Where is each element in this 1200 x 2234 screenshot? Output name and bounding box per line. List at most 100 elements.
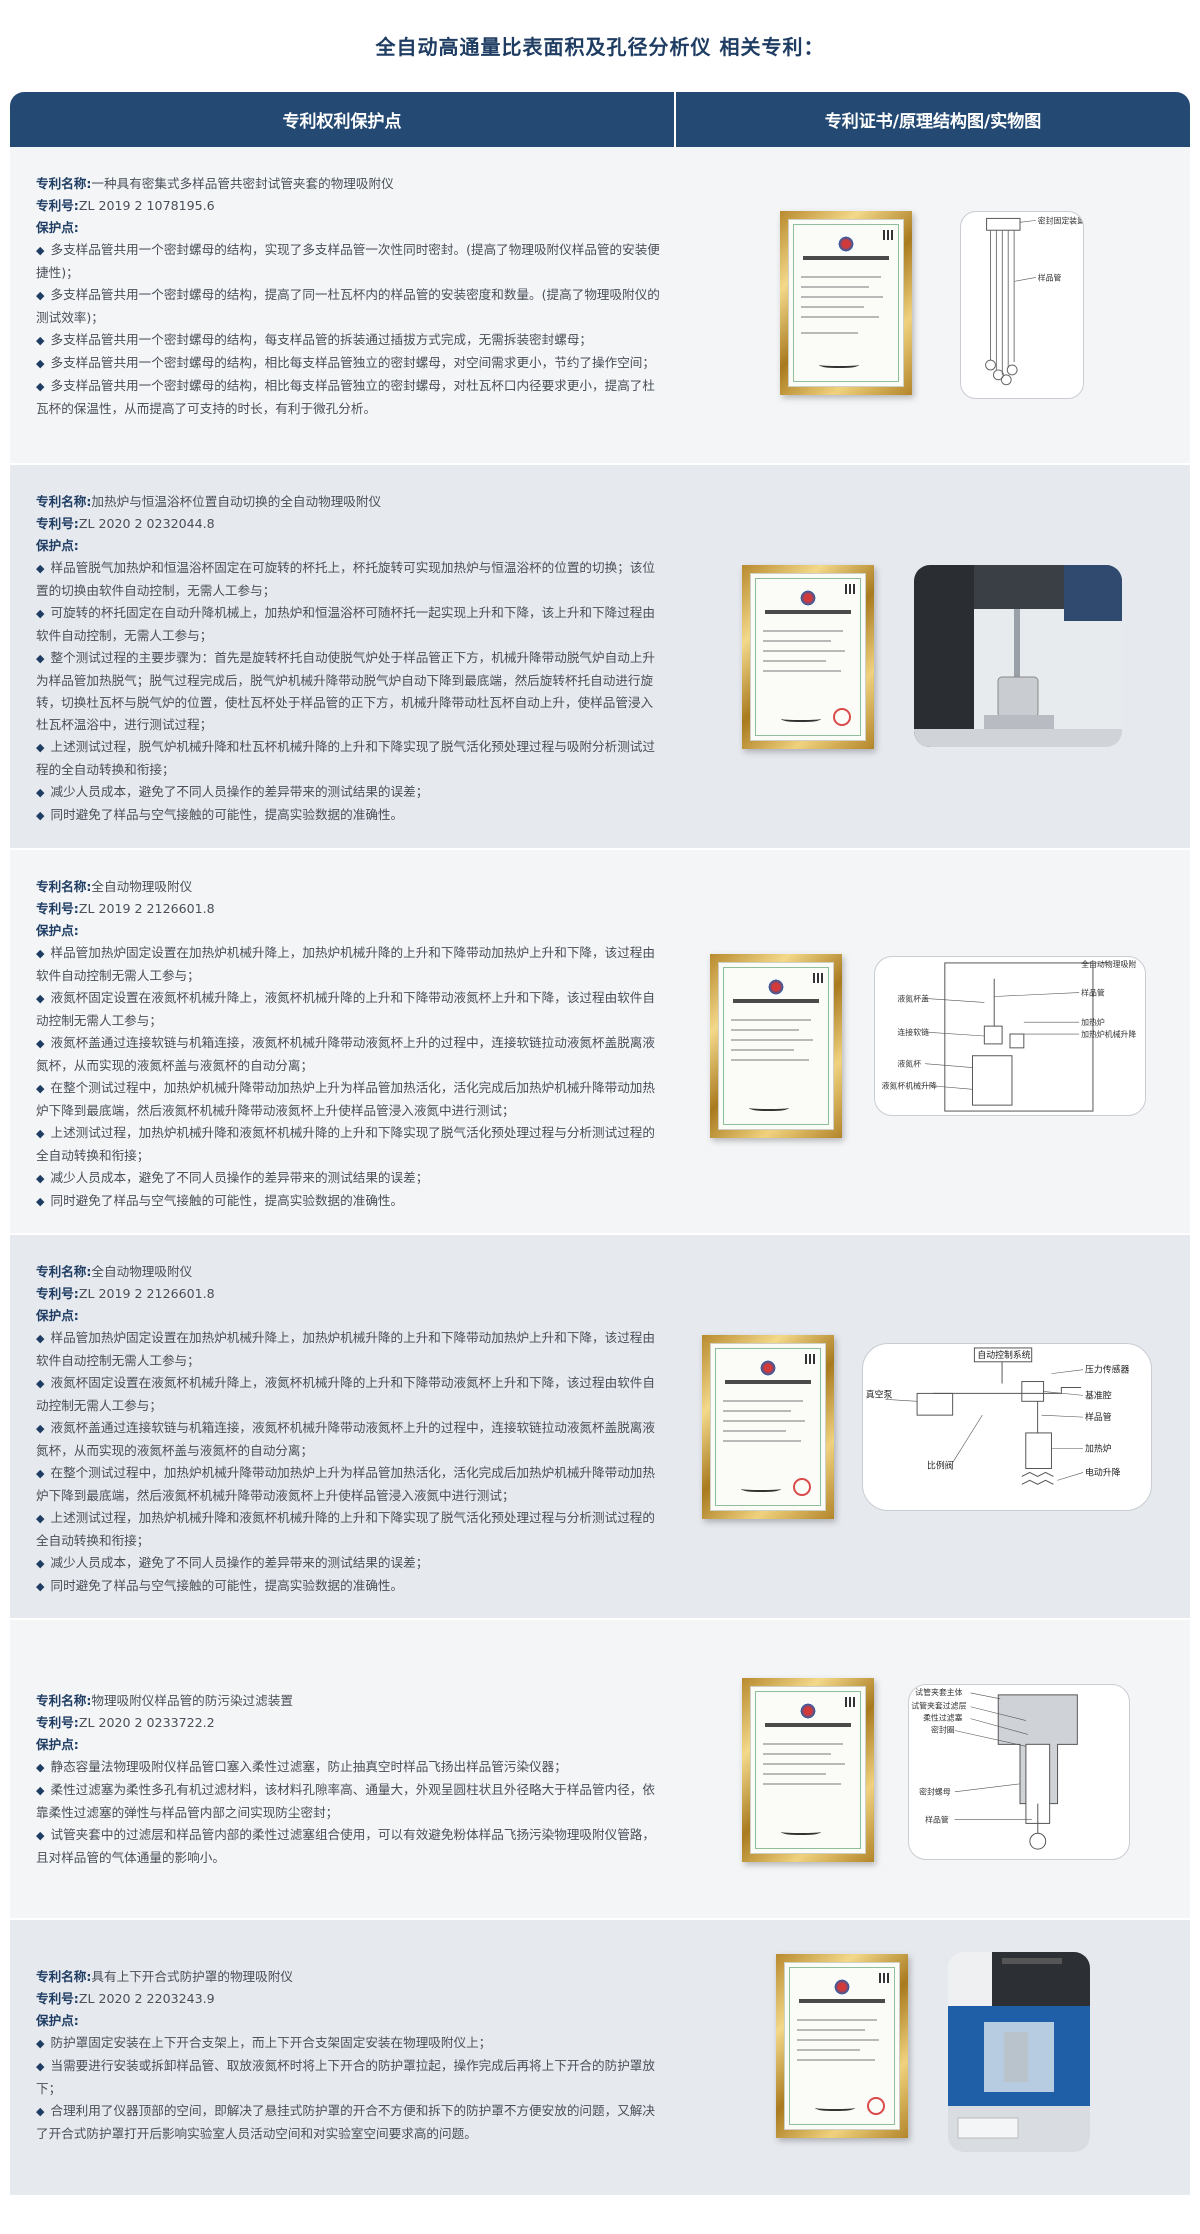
patent-name-label: 专利名称: (36, 176, 92, 191)
protection-point: 样品管脱气加热炉和恒温浴杯固定在可旋转的杯托上，杯托旋转可实现加热炉与恒温浴杯的… (36, 557, 662, 602)
protection-point: 多支样品管共用一个密封螺母的结构，实现了多支样品管一次性同时密封。(提高了物理吸… (36, 239, 662, 284)
patent-number-label: 专利号: (36, 198, 79, 213)
diagram-label: 真空泵 (866, 1388, 893, 1400)
diagram-label: 液氮杯 (897, 1059, 921, 1069)
diagram-label: 密封圈 (931, 1724, 955, 1734)
table-row: 专利名称:全自动物理吸附仪 专利号:ZL 2019 2 2126601.8 保护… (10, 1235, 1190, 1620)
protection-point: 同时避免了样品与空气接触的可能性，提高实验数据的准确性。 (36, 1190, 662, 1213)
patent-figures (676, 1920, 1190, 2195)
table-row: 专利名称:加热炉与恒温浴杯位置自动切换的全自动物理吸附仪 专利号:ZL 2020… (10, 465, 1190, 850)
patent-figures: 密封固定装置 样品管 (676, 147, 1190, 463)
patent-figures: 自动控制系统 压力传感器 真空泵 基准腔 (676, 1235, 1190, 1618)
structure-diagram: 试管夹套主体 试管夹套过滤层 柔性过滤塞 密封圈 密封螺母 样品管 (908, 1684, 1130, 1860)
protection-point: 合理利用了仪器顶部的空间，即解决了悬挂式防护罩的开合不方便和拆下的防护罩不方便安… (36, 2100, 662, 2145)
patent-figures: 全自动物理吸附 样品管 液氮杯盖 连接软链 加热炉 加热炉机械升降 液氮杯 (676, 850, 1190, 1233)
protection-point: 试管夹套中的过滤层和样品管内部的柔性过滤塞组合使用，可以有效避免粉体样品飞扬污染… (36, 1824, 662, 1869)
structure-diagram: 自动控制系统 压力传感器 真空泵 基准腔 (862, 1343, 1152, 1511)
protection-point: 多支样品管共用一个密封螺母的结构，每支样品管的拆装通过插拔方式完成，无需拆装密封… (36, 329, 662, 352)
protection-point: 减少人员成本，避免了不同人员操作的差异带来的测试结果的误差； (36, 1167, 662, 1190)
protection-point: 防护罩固定安装在上下开合支架上，而上下开合支架固定安装在物理吸附仪上； (36, 2032, 662, 2055)
diagram-label: 加热炉 (1085, 1443, 1112, 1455)
protection-point: 减少人员成本，避免了不同人员操作的差异带来的测试结果的误差； (36, 1552, 662, 1575)
patent-certificate (702, 1335, 834, 1519)
diagram-label: 连接软链 (897, 1027, 929, 1037)
protection-label: 保护点: (36, 220, 79, 235)
patent-text: 专利名称:全自动物理吸附仪 专利号:ZL 2019 2 2126601.8 保护… (10, 1235, 674, 1618)
patent-certificate (742, 1678, 874, 1862)
header-certificates: 专利证书/原理结构图/实物图 (676, 92, 1190, 147)
protection-point: 减少人员成本，避免了不同人员操作的差异带来的测试结果的误差； (36, 781, 662, 804)
protection-point: 液氮杯盖通过连接软链与机箱连接，液氮杯机械升降带动液氮杯上升的过程中，连接软链拉… (36, 1032, 662, 1077)
patent-name: 加热炉与恒温浴杯位置自动切换的全自动物理吸附仪 (91, 494, 382, 509)
patent-number: ZL 2019 2 2126601.8 (78, 1286, 215, 1301)
protection-point: 样品管加热炉固定设置在加热炉机械升降上，加热炉机械升降的上升和下降带动加热炉上升… (36, 1327, 662, 1372)
patent-figures: 试管夹套主体 试管夹套过滤层 柔性过滤塞 密封圈 密封螺母 样品管 (676, 1620, 1190, 1918)
diagram-label: 试管夹套主体 (915, 1687, 962, 1697)
diagram-label: 样品管 (1085, 1411, 1112, 1423)
protection-point: 上述测试过程，加热炉机械升降和液氮杯机械升降的上升和下降实现了脱气活化预处理过程… (36, 1507, 662, 1552)
protection-point: 同时避免了样品与空气接触的可能性，提高实验数据的准确性。 (36, 1575, 662, 1598)
header-protection-points: 专利权利保护点 (10, 92, 674, 147)
diagram-label: 密封螺母 (919, 1787, 951, 1797)
table-row: 专利名称:一种具有密集式多样品管共密封试管夹套的物理吸附仪 专利号:ZL 201… (10, 147, 1190, 465)
patent-name-label: 专利名称: (36, 1969, 92, 1984)
diagram-label: 压力传感器 (1085, 1364, 1129, 1376)
diagram-label: 样品管 (1081, 988, 1105, 998)
protection-point: 多支样品管共用一个密封螺母的结构，相比每支样品管独立的密封螺母，对空间需求更小，… (36, 352, 662, 375)
table-row: 专利名称:具有上下开合式防护罩的物理吸附仪 专利号:ZL 2020 2 2203… (10, 1920, 1190, 2195)
diagram-label: 样品管 (1038, 272, 1062, 282)
protection-point: 多支样品管共用一个密封螺母的结构，提高了同一杜瓦杯内的样品管的安装密度和数量。(… (36, 284, 662, 329)
patent-number-label: 专利号: (36, 1991, 79, 2006)
page-title: 全自动高通量比表面积及孔径分析仪 相关专利： (375, 34, 825, 59)
diagram-label: 加热炉 (1081, 1017, 1105, 1027)
protection-point: 静态容量法物理吸附仪样品管口塞入柔性过滤塞，防止抽真空时样品飞扬出样品管污染仪器… (36, 1756, 662, 1779)
patent-number-label: 专利号: (36, 516, 79, 531)
patent-name-label: 专利名称: (36, 1693, 92, 1708)
patent-text: 专利名称:物理吸附仪样品管的防污染过滤装置 专利号:ZL 2020 2 0233… (10, 1620, 674, 1918)
diagram-label: 比例阀 (927, 1460, 954, 1472)
patent-name: 全自动物理吸附仪 (91, 879, 193, 894)
protection-point: 液氮杯固定设置在液氮杯机械升降上，液氮杯机械升降的上升和下降带动液氮杯上升和下降… (36, 1372, 662, 1417)
patent-figures (676, 465, 1190, 848)
protection-point: 上述测试过程，脱气炉机械升降和杜瓦杯机械升降的上升和下降实现了脱气活化预处理过程… (36, 736, 662, 781)
diagram-label: 柔性过滤塞 (923, 1713, 963, 1723)
patent-text: 专利名称:具有上下开合式防护罩的物理吸附仪 专利号:ZL 2020 2 2203… (10, 1920, 674, 2195)
protection-point: 液氮杯盖通过连接软链与机箱连接，液氮杯机械升降带动液氮杯上升的过程中，连接软链拉… (36, 1417, 662, 1462)
table-row: 专利名称:物理吸附仪样品管的防污染过滤装置 专利号:ZL 2020 2 0233… (10, 1620, 1190, 1920)
patent-name: 一种具有密集式多样品管共密封试管夹套的物理吸附仪 (91, 176, 394, 191)
patent-text: 专利名称:加热炉与恒温浴杯位置自动切换的全自动物理吸附仪 专利号:ZL 2020… (10, 465, 674, 848)
patent-text: 专利名称:全自动物理吸附仪 专利号:ZL 2019 2 2126601.8 保护… (10, 850, 674, 1233)
patent-certificate (776, 1954, 908, 2138)
patent-number-label: 专利号: (36, 1715, 79, 1730)
diagram-label: 样品管 (925, 1814, 949, 1824)
protection-point: 样品管加热炉固定设置在加热炉机械升降上，加热炉机械升降的上升和下降带动加热炉上升… (36, 942, 662, 987)
diagram-label: 电动升降 (1085, 1466, 1121, 1478)
patent-number: ZL 2020 2 0232044.8 (78, 516, 215, 531)
diagram-label: 液氮杯盖 (897, 993, 929, 1003)
diagram-label: 全自动物理吸附 (1081, 959, 1136, 969)
protection-label: 保护点: (36, 923, 79, 938)
protection-point: 当需要进行安装或拆卸样品管、取放液氮杯时将上下开合的防护罩拉起，操作完成后再将上… (36, 2055, 662, 2100)
protection-point: 整个测试过程的主要步骤为：首先是旋转杯托自动使脱气炉处于样品管正下方，机械升降带… (36, 647, 662, 736)
protection-label: 保护点: (36, 1308, 79, 1323)
patent-certificate (710, 954, 842, 1138)
patent-certificate (742, 565, 874, 749)
protection-point: 在整个测试过程中，加热炉机械升降带动加热炉上升为样品管加热活化，活化完成后加热炉… (36, 1462, 662, 1507)
diagram-label: 液氮杯机械升降 (882, 1080, 937, 1090)
patent-number-label: 专利号: (36, 901, 79, 916)
protection-point: 上述测试过程，加热炉机械升降和液氮杯机械升降的上升和下降实现了脱气活化预处理过程… (36, 1122, 662, 1167)
patent-certificate (780, 211, 912, 395)
instrument-photo (914, 565, 1122, 747)
patent-name: 具有上下开合式防护罩的物理吸附仪 (91, 1969, 293, 1984)
instrument-photo (948, 1952, 1090, 2152)
patent-number: ZL 2020 2 0233722.2 (78, 1715, 215, 1730)
protection-point: 可旋转的杯托固定在自动升降机械上，加热炉和恒温浴杯可随杯托一起实现上升和下降，该… (36, 602, 662, 647)
patent-name: 全自动物理吸附仪 (91, 1264, 193, 1279)
protection-point: 液氮杯固定设置在液氮杯机械升降上，液氮杯机械升降的上升和下降带动液氮杯上升和下降… (36, 987, 662, 1032)
patent-name-label: 专利名称: (36, 879, 92, 894)
patent-name: 物理吸附仪样品管的防污染过滤装置 (91, 1693, 293, 1708)
diagram-label: 密封固定装置 (1038, 215, 1083, 225)
table-row: 专利名称:全自动物理吸附仪 专利号:ZL 2019 2 2126601.8 保护… (10, 850, 1190, 1235)
diagram-label: 自动控制系统 (977, 1349, 1030, 1361)
